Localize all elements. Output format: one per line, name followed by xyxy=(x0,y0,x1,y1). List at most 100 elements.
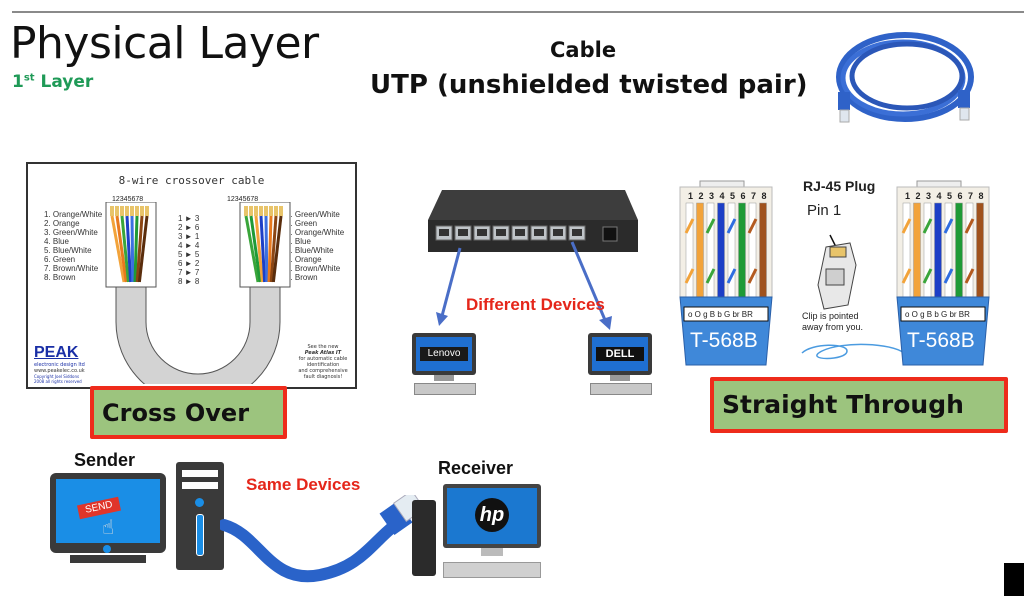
pin-contact xyxy=(279,206,283,216)
sender-monitor: SEND ☝ xyxy=(50,473,168,569)
right-pin-numbers: 12345678 xyxy=(227,196,259,203)
pin-number: 3 xyxy=(709,191,714,201)
lenovo-logo: Lenovo xyxy=(420,347,468,361)
wire xyxy=(902,202,911,300)
right-link-arrow xyxy=(570,241,607,321)
peak-url: www.peakelec.co.uk xyxy=(34,368,85,374)
wire xyxy=(130,215,135,283)
promo-line: Peak Atlas IT xyxy=(304,350,342,356)
promo-line: fault diagnosis! xyxy=(303,374,343,380)
pin-map-row: 3 ► 1 xyxy=(178,232,200,241)
corner-block xyxy=(1004,563,1024,596)
peak-logo: PEAK electronic design ltd www.peakelec.… xyxy=(34,344,85,384)
left-connector-wires xyxy=(110,206,149,283)
dell-computer: DELL xyxy=(588,333,654,395)
pin-contact xyxy=(249,206,253,216)
wire xyxy=(706,202,715,300)
crossover-diagram: 8-wire crossover cable 1. Orange/White 2… xyxy=(26,162,357,389)
pin-map-row: 6 ► 2 xyxy=(178,259,200,268)
right-wire: 1. Green/White xyxy=(286,210,340,219)
wire xyxy=(955,202,963,300)
peak-copyright: Copyright Joel Siddons 2008 all rights r… xyxy=(34,374,82,384)
pin-number: 5 xyxy=(730,191,735,201)
wire xyxy=(965,202,974,300)
pin-contact xyxy=(130,206,134,216)
wire xyxy=(685,202,694,300)
pin-map-row: 2 ► 6 xyxy=(178,223,200,232)
left-wire: 5. Blue/White xyxy=(44,246,92,255)
keyboard xyxy=(590,383,652,395)
crossover-cable-drawing xyxy=(105,202,291,384)
rj45-plug-icon xyxy=(817,234,857,310)
left-wire-list: 1. Orange/White 2. Orange 3. Green/White… xyxy=(44,210,102,282)
wire xyxy=(264,215,269,283)
pin-map-row: 8 ► 8 xyxy=(178,277,200,286)
left-wire: 8. Brown xyxy=(44,273,76,282)
right-wire: 8. Brown xyxy=(286,273,318,282)
pin-contact xyxy=(244,206,248,216)
right-wire-list: 1. Green/White 2. Green 3. Orange/White … xyxy=(286,210,344,282)
right-connector-wires xyxy=(244,206,283,283)
pin-number: 4 xyxy=(720,191,725,201)
sender-tower xyxy=(176,462,224,570)
pin-number: 6 xyxy=(958,191,963,201)
power-jack xyxy=(602,226,618,242)
pin-contact xyxy=(259,206,263,216)
peak-promo: See the new Peak Atlas IT for automatic … xyxy=(294,344,352,380)
left-wire: 6. Green xyxy=(44,255,76,264)
standard-label: T-568B xyxy=(690,329,758,352)
wire xyxy=(259,215,267,283)
left-wire: 2. Orange xyxy=(44,219,80,228)
right-wire: 7. Brown/White xyxy=(286,264,341,273)
right-wire: 5. Blue/White xyxy=(286,246,334,255)
pin-number: 5 xyxy=(947,191,952,201)
color-code-strip xyxy=(683,306,769,322)
pin-contact xyxy=(120,206,124,216)
color-code-strip xyxy=(900,306,986,322)
pin-number: 7 xyxy=(968,191,973,201)
pin1-label: Pin 1 xyxy=(807,202,842,219)
hand-cursor-icon: ☝ xyxy=(102,515,115,539)
pin-contact xyxy=(254,206,258,216)
pin-number: 3 xyxy=(926,191,931,201)
straight-through-label: Straight Through xyxy=(722,390,964,419)
right-wire: 2. Green xyxy=(286,219,318,228)
wire xyxy=(696,202,704,300)
right-wire: 6. Orange xyxy=(286,255,322,264)
monitor-stand xyxy=(70,555,146,563)
pin-number: 8 xyxy=(762,191,767,201)
color-codes: o O g B b G br BR xyxy=(905,310,970,319)
pin-contact xyxy=(140,206,144,216)
lenovo-computer: Lenovo xyxy=(412,333,478,395)
receiver-tower xyxy=(412,500,436,576)
clip-note-line2: away from you. xyxy=(802,322,864,332)
wire xyxy=(271,215,283,283)
wire xyxy=(110,215,126,283)
pin-contact xyxy=(110,206,114,216)
wire xyxy=(133,215,139,283)
wire xyxy=(249,215,262,283)
crossover-label: Cross Over xyxy=(102,399,250,427)
right-wire: 4. Blue xyxy=(286,237,311,246)
promo-line: identification xyxy=(306,362,340,368)
keyboard xyxy=(414,383,476,395)
cable-heading: Cable xyxy=(550,38,617,62)
wire xyxy=(125,215,133,283)
top-divider xyxy=(12,11,1024,13)
wire xyxy=(244,215,260,283)
rj45-plug-title: RJ-45 Plug xyxy=(803,178,876,194)
wire xyxy=(115,215,128,283)
pin-contact xyxy=(115,206,119,216)
dell-logo: DELL xyxy=(596,347,644,361)
wire xyxy=(748,202,757,300)
wire xyxy=(976,202,984,300)
pin-map-row: 1 ► 3 xyxy=(178,214,200,223)
same-devices-label: Same Devices xyxy=(246,475,361,494)
peak-brand: PEAK xyxy=(34,344,79,361)
wire xyxy=(738,202,746,300)
left-wire: 4. Blue xyxy=(44,237,69,246)
wire xyxy=(120,215,130,283)
